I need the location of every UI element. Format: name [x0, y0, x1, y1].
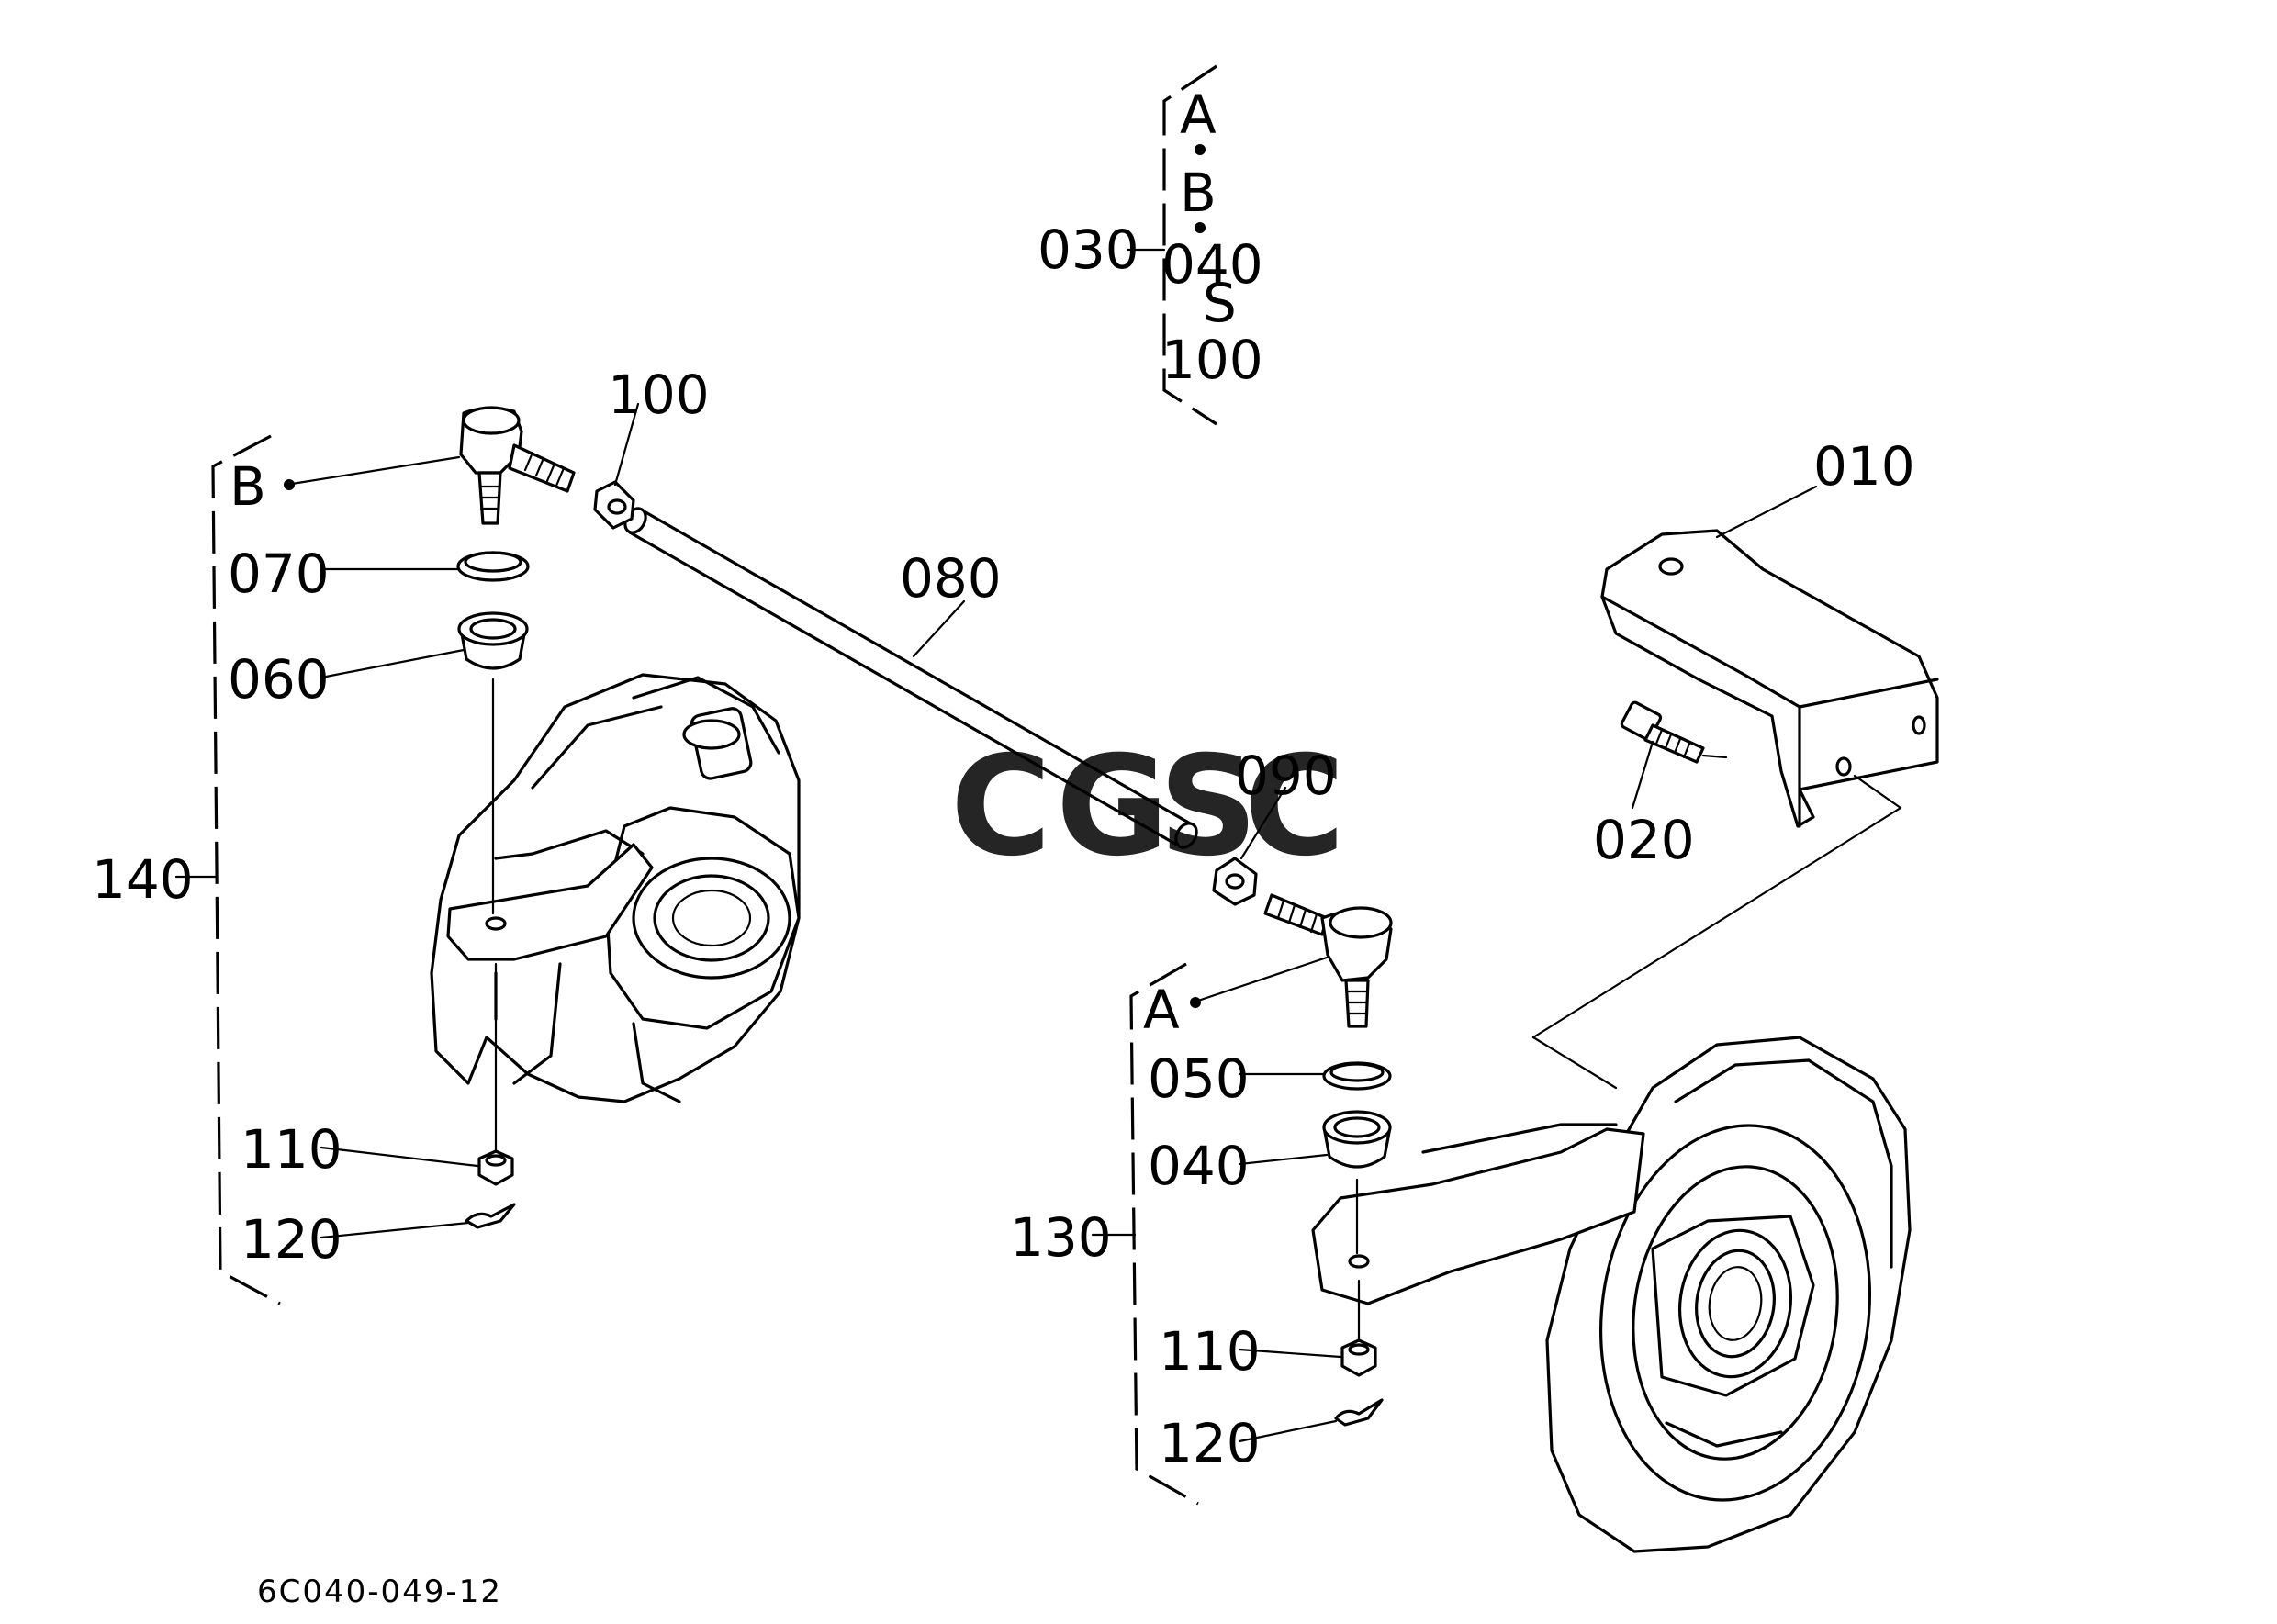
- part-100-nut: 100: [593, 364, 710, 530]
- callout-050: 050: [1148, 1047, 1250, 1110]
- right-stack: 050 040 110 120: [1148, 1047, 1392, 1474]
- part-090-nut: 090: [1212, 745, 1337, 906]
- reference-bracket-030: A B 040 S 100 030: [1038, 64, 1263, 426]
- group-bracket-140: 140: [92, 434, 281, 1305]
- range-mark: S: [1203, 272, 1237, 334]
- callout-020: 020: [1593, 809, 1695, 871]
- callout-070: 070: [228, 543, 330, 605]
- callout-120-left: 120: [241, 1208, 342, 1271]
- callout-140: 140: [92, 848, 194, 911]
- group-bracket-130: 130: [1010, 962, 1199, 1506]
- part-080-tie-rod: 080: [623, 507, 1198, 849]
- right-knuckle-hub: [1311, 1036, 1912, 1553]
- ref-b-top: B: [1180, 162, 1217, 224]
- callout-090: 090: [1235, 745, 1337, 807]
- ref-a-top: A: [1180, 84, 1217, 146]
- callout-100: 100: [608, 364, 710, 426]
- part-020-bolt: 020: [1593, 700, 1728, 871]
- left-knuckle-housing: [430, 673, 801, 1103]
- ref-b-left: B: [230, 455, 266, 518]
- callout-040: 040: [1148, 1135, 1250, 1197]
- watermark-c2: C: [1244, 727, 1345, 887]
- callout-110-left: 110: [241, 1118, 342, 1181]
- watermark-c1: C: [950, 727, 1051, 887]
- callout-130: 130: [1010, 1206, 1112, 1269]
- left-tie-rod-end: B: [230, 406, 576, 525]
- drawing-number: 6C040-049-12: [257, 1574, 502, 1610]
- right-tie-rod-end: A: [1143, 893, 1393, 1041]
- callout-040-range: 040: [1161, 233, 1263, 296]
- watermark-s: S: [1159, 727, 1258, 887]
- callout-030: 030: [1038, 218, 1139, 281]
- callout-080: 080: [900, 547, 1002, 610]
- watermark-g: G: [1056, 727, 1169, 887]
- callout-010: 010: [1813, 435, 1915, 498]
- callout-110-right: 110: [1159, 1320, 1261, 1383]
- callout-120-right: 120: [1159, 1412, 1261, 1474]
- part-010-bracket: 010: [1531, 435, 1939, 1090]
- callout-060: 060: [228, 648, 330, 711]
- watermark-logo: C G S C: [950, 727, 1345, 887]
- ref-a-mid: A: [1143, 979, 1180, 1041]
- left-stack: 070 060 110 120: [228, 543, 530, 1271]
- callout-100-range: 100: [1161, 329, 1263, 391]
